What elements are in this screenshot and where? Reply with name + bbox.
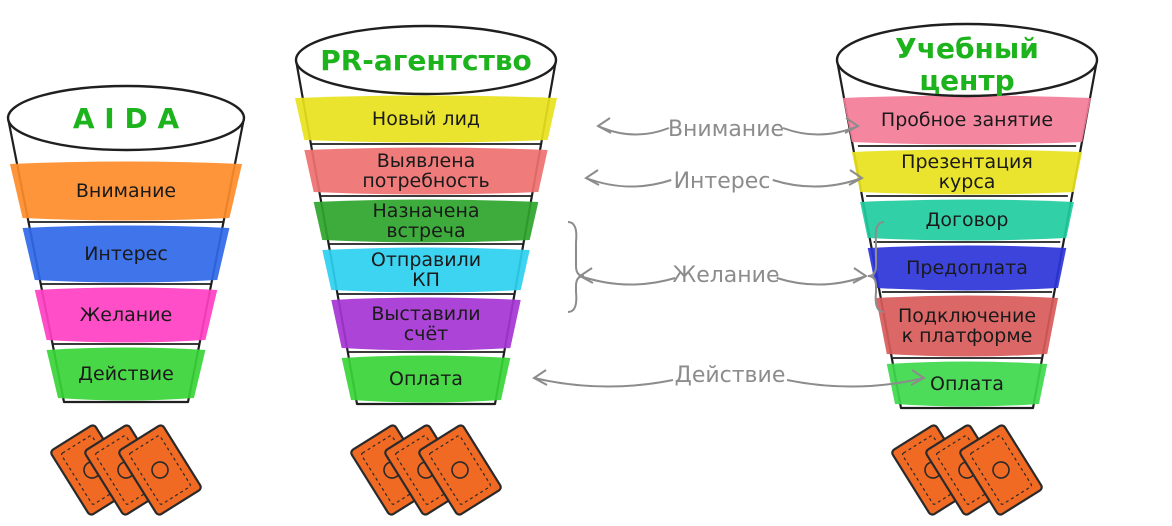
stage-label: Новый лид (372, 108, 480, 130)
funnel-stage: Договор (860, 195, 1074, 241)
funnel-stage: Оплата (341, 351, 511, 403)
double-arrow-icon (533, 377, 674, 388)
money-bills-icon (891, 424, 1043, 516)
stage-color-band (867, 245, 1067, 291)
stage-label: Предоплата (906, 257, 1028, 279)
funnel-title: PR-агентство (320, 44, 532, 77)
funnel-rim (835, 22, 1099, 98)
connector-2: Интерес (584, 169, 864, 194)
stage-color-band (843, 95, 1091, 145)
stage-color-band (341, 355, 511, 403)
stage-label: Действие (78, 363, 174, 385)
stage-label: Оплата (930, 373, 1004, 395)
stage-label: к платформе (902, 325, 1033, 347)
connector-3: Желание (567, 221, 885, 313)
funnel-rim (294, 24, 558, 96)
stage-label: Интерес (84, 243, 168, 265)
stage-label: Назначена (372, 200, 479, 222)
funnel-stage: Действие (46, 343, 206, 401)
money-bills-icon (350, 424, 502, 516)
stage-color-band (331, 297, 521, 351)
stage-label: Пробное занятие (881, 109, 1053, 131)
double-arrow-icon (585, 177, 672, 188)
funnel-edu: Пробное занятиеПрезентациякурсаДоговорПр… (835, 22, 1099, 516)
stage-color-band (22, 225, 230, 283)
stage-label: потребность (362, 170, 489, 192)
stage-color-band (860, 199, 1074, 241)
funnel-stage: Предоплата (867, 241, 1067, 291)
stage-color-band (875, 295, 1059, 357)
double-arrow-icon (597, 125, 670, 136)
stage-label: Презентация (901, 151, 1033, 173)
stage-color-band (322, 247, 530, 293)
stage-label: КП (412, 269, 440, 291)
stage-label: курса (939, 171, 996, 193)
stage-label: счёт (404, 323, 448, 345)
curly-brace-icon (867, 221, 885, 313)
funnel-title: Учебный (895, 32, 1039, 65)
stage-color-band (313, 199, 539, 243)
stage-color-band (295, 95, 557, 143)
double-arrow-icon (579, 275, 676, 286)
stage-label: Внимание (76, 180, 176, 202)
connector-label: Внимание (668, 117, 784, 142)
funnel-stage: Новый лид (295, 95, 557, 143)
funnel-rim (6, 84, 246, 152)
funnel-title: A I D A (73, 102, 180, 135)
stage-color-band (851, 149, 1083, 195)
stage-label: Подключение (898, 305, 1036, 327)
funnel-stage: Внимание (9, 161, 243, 221)
stage-label: встреча (386, 220, 465, 242)
stage-color-band (9, 161, 243, 221)
stage-color-band (46, 347, 206, 401)
connector-label: Действие (675, 363, 786, 388)
funnel-stage: Оплата (886, 357, 1048, 407)
funnel-stage: Интерес (22, 221, 230, 283)
funnel-title: центр (919, 64, 1014, 97)
stage-label: Отправили (371, 249, 481, 271)
stage-color-band (34, 287, 218, 343)
funnel-stage: Пробное занятие (843, 95, 1091, 145)
stage-label: Выставили (371, 303, 480, 325)
funnel-stage: Желание (34, 283, 218, 343)
curly-brace-icon (567, 221, 585, 313)
connector-label: Интерес (674, 169, 771, 194)
connector-label: Желание (673, 263, 780, 288)
money-bills-icon (50, 424, 202, 516)
stage-label: Договор (926, 209, 1009, 231)
stage-label: Оплата (389, 368, 463, 390)
stage-color-band (886, 361, 1048, 407)
stage-label: Выявлена (377, 150, 476, 172)
stage-color-band (304, 147, 548, 195)
stage-label: Желание (80, 304, 172, 326)
connector-1: Внимание (596, 117, 860, 142)
funnel-pr: Новый лидВыявленапотребностьНазначенавст… (294, 24, 558, 516)
connector-4: Действие (532, 363, 926, 388)
